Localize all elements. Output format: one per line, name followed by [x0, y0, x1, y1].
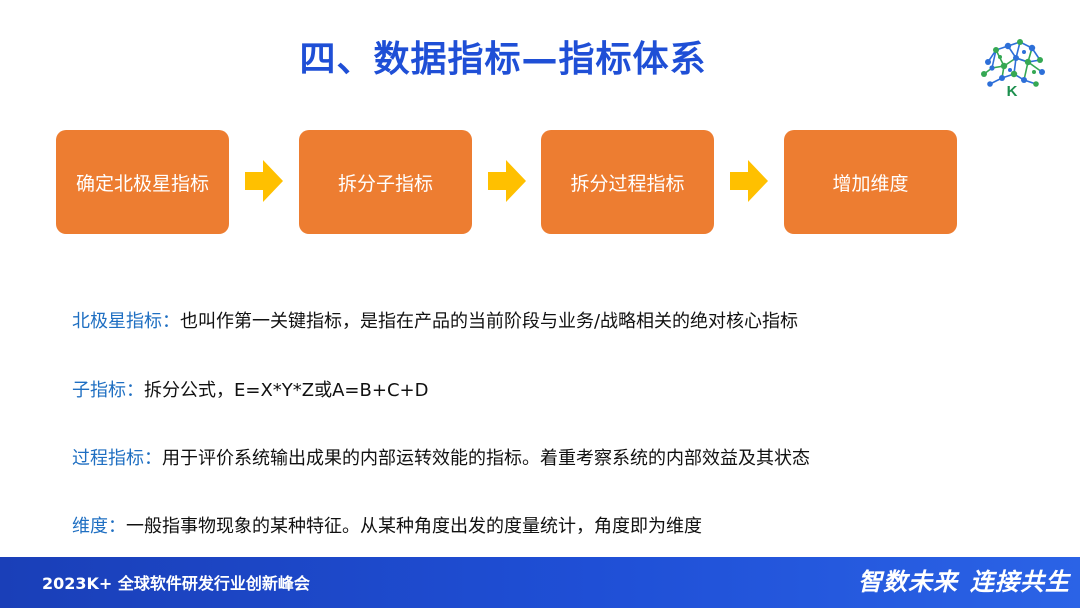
- footer-bar: [0, 557, 1080, 608]
- definition-term: 维度：: [72, 516, 126, 537]
- definition-text: 用于评价系统输出成果的内部运转效能的指标。着重考察系统的内部效益及其状态: [162, 448, 810, 469]
- logo-letter: K: [1006, 83, 1018, 100]
- definition-text: 也叫作第一关键指标，是指在产品的当前阶段与业务/战略相关的绝对核心指标: [180, 311, 799, 332]
- footer-slogan-part: 连接共生: [970, 567, 1070, 596]
- definition-dimension: 维度：一般指事物现象的某种特征。从某种角度出发的度量统计，角度即为维度: [72, 512, 702, 538]
- arrow-right-icon: [488, 160, 526, 202]
- definition-term: 子指标：: [72, 380, 144, 401]
- definition-term: 北极星指标：: [72, 311, 180, 332]
- footer-slogan-part: 智数未来: [858, 567, 958, 596]
- definition-sub-metrics: 子指标：拆分公式，E=X*Y*Z或A=B+C+D: [72, 376, 428, 402]
- kplus-logo-icon: [981, 39, 1045, 87]
- flow-step-label: 确定北极星指标: [75, 172, 209, 195]
- definition-process-metrics: 过程指标：用于评价系统输出成果的内部运转效能的指标。着重考察系统的内部效益及其状…: [72, 444, 810, 470]
- flow-step-label: 拆分子指标: [337, 172, 433, 195]
- definition-text: 拆分公式，E=X*Y*Z或A=B+C+D: [144, 380, 429, 401]
- slide-title: 四、数据指标—指标体系: [299, 39, 707, 80]
- arrow-right-icon: [245, 160, 283, 202]
- footer-slogan: 智数未来连接共生: [858, 562, 1070, 597]
- definition-term: 过程指标：: [72, 448, 162, 469]
- flow-step-add-dimension: 增加维度: [784, 130, 957, 234]
- flow-step-north-star: 确定北极星指标: [56, 130, 229, 234]
- flow-step-process-metrics: 拆分过程指标: [541, 130, 714, 234]
- definition-north-star: 北极星指标：也叫作第一关键指标，是指在产品的当前阶段与业务/战略相关的绝对核心指…: [72, 307, 798, 333]
- flow-step-sub-metrics: 拆分子指标: [299, 130, 472, 234]
- flow-step-label: 拆分过程指标: [570, 172, 685, 195]
- flow-step-label: 增加维度: [832, 172, 909, 195]
- definition-text: 一般指事物现象的某种特征。从某种角度出发的度量统计，角度即为维度: [126, 516, 702, 537]
- arrow-right-icon: [730, 160, 768, 202]
- footer-event-name: 2023K+ 全球软件研发行业创新峰会: [42, 574, 310, 593]
